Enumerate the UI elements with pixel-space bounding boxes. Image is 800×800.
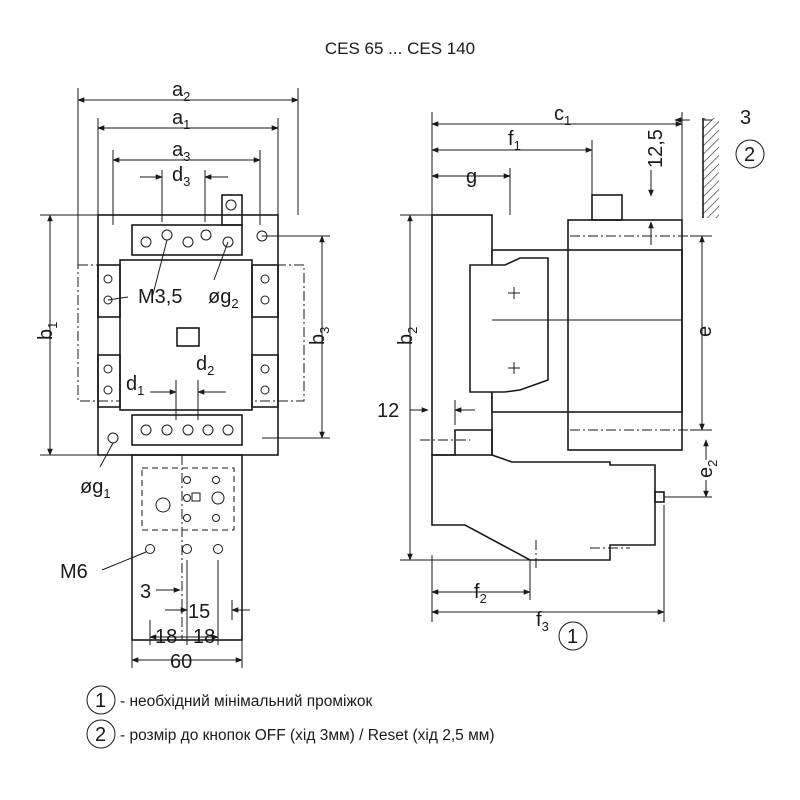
label-g: g bbox=[466, 166, 477, 188]
svg-text:a2: a2 bbox=[172, 79, 190, 104]
svg-text:a3: a3 bbox=[172, 139, 190, 164]
label-d2: d bbox=[196, 353, 207, 375]
label-g1: øg bbox=[80, 476, 103, 498]
top-screws bbox=[140, 199, 237, 248]
legend-num-2: 2 bbox=[95, 724, 106, 746]
svg-text:d1: d1 bbox=[126, 373, 144, 398]
right-aux-block-top bbox=[251, 264, 279, 318]
label-dim-12: 12 bbox=[377, 400, 399, 422]
svg-text:d3: d3 bbox=[172, 164, 190, 189]
legend-circle-2 bbox=[86, 719, 116, 749]
legend: 1 - необхідний мінімальний проміжок 2 - … bbox=[86, 685, 495, 749]
label-e2: e bbox=[695, 467, 717, 478]
side-relay-knob bbox=[654, 491, 665, 503]
side-reset-button bbox=[591, 194, 623, 221]
svg-text:c1: c1 bbox=[554, 103, 571, 128]
top-aux-terminal bbox=[221, 194, 243, 226]
relay-dial bbox=[155, 497, 171, 513]
label-dim-18b: 18 bbox=[193, 626, 215, 648]
drawing-title: CES 65 ... CES 140 bbox=[325, 39, 475, 58]
label-a3: a bbox=[172, 139, 184, 161]
left-aux-block-top bbox=[97, 264, 121, 318]
label-m6: M6 bbox=[60, 561, 88, 583]
label-a2: a bbox=[172, 79, 184, 101]
label-m35: M3,5 bbox=[138, 286, 182, 308]
left-aux-block-bottom bbox=[97, 354, 121, 408]
front-view: a2 a1 a3 d3 b1 b3 M3,5 øg2 d1 d2 øg1 M6 … bbox=[35, 79, 332, 673]
label-f1: f bbox=[508, 128, 514, 150]
svg-text:f2: f2 bbox=[474, 581, 487, 606]
svg-text:øg1: øg1 bbox=[80, 476, 111, 501]
callout-circle-1 bbox=[558, 621, 588, 651]
svg-text:b3: b3 bbox=[307, 327, 332, 345]
label-a1: a bbox=[172, 107, 184, 129]
legend-num-1: 1 bbox=[95, 690, 106, 712]
side-armature bbox=[469, 257, 549, 393]
callout-2-number: 2 bbox=[744, 144, 755, 166]
side-view: c1 f1 g 12,5 3 2 b2 e 12 e2 f2 f3 1 bbox=[377, 103, 765, 651]
bottom-terminal-block bbox=[131, 414, 243, 446]
svg-text:a1: a1 bbox=[172, 107, 190, 132]
callout-circle-2 bbox=[735, 139, 765, 169]
side-relay bbox=[431, 429, 656, 561]
svg-text:b1: b1 bbox=[35, 322, 60, 340]
label-g2: øg bbox=[208, 286, 231, 308]
label-12-5: 12,5 bbox=[645, 129, 667, 168]
svg-text:øg2: øg2 bbox=[208, 286, 239, 311]
label-dim-3-front: 3 bbox=[140, 581, 151, 603]
label-dim-18a: 18 bbox=[155, 626, 177, 648]
label-dim-60: 60 bbox=[170, 651, 192, 673]
callout-1-number: 1 bbox=[567, 626, 578, 648]
label-e: e bbox=[694, 326, 716, 337]
legend-text-2: - розмір до кнопок OFF (хід 3мм) / Reset… bbox=[120, 727, 495, 744]
label-d3: d bbox=[172, 164, 183, 186]
top-terminal-block bbox=[131, 224, 243, 256]
legend-circle-1 bbox=[86, 685, 116, 715]
wall-hatch bbox=[703, 118, 719, 218]
mounting-hole-g1 bbox=[107, 432, 119, 444]
label-b3: b bbox=[307, 334, 329, 345]
label-c1: c bbox=[554, 103, 564, 125]
svg-text:b2: b2 bbox=[395, 327, 420, 345]
svg-text:d2: d2 bbox=[196, 353, 214, 378]
right-aux-block-bottom bbox=[251, 354, 279, 408]
label-dim-15: 15 bbox=[188, 601, 210, 623]
svg-text:f1: f1 bbox=[508, 128, 521, 153]
svg-text:e2: e2 bbox=[695, 460, 720, 478]
label-b2: b bbox=[395, 334, 417, 345]
relay-window bbox=[141, 467, 235, 531]
center-square bbox=[176, 327, 200, 347]
side-aux-body bbox=[567, 219, 683, 451]
label-f3: f bbox=[536, 609, 542, 631]
label-f2: f bbox=[474, 581, 480, 603]
label-d1: d bbox=[126, 373, 137, 395]
label-dim-3-side: 3 bbox=[740, 107, 751, 129]
coil-body bbox=[119, 259, 253, 411]
svg-text:f3: f3 bbox=[536, 609, 549, 634]
label-b1: b bbox=[35, 329, 57, 340]
legend-text-1: - необхідний мінімальний проміжок bbox=[120, 693, 372, 710]
